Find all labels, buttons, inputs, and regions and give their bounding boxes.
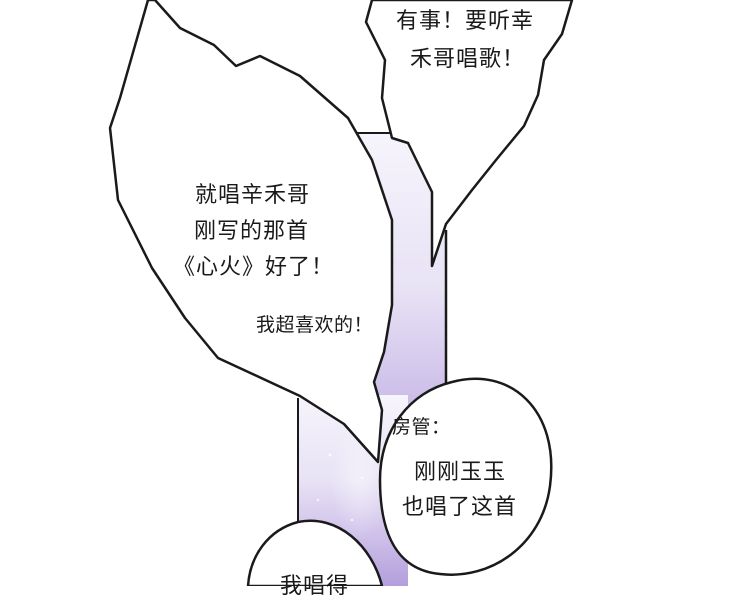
speech-bubble-top xyxy=(364,0,574,268)
speech-bubble-right xyxy=(378,377,553,576)
left-bubble-aside: 我超喜欢的！ xyxy=(256,314,374,336)
bottom-bubble-text: 我唱得 xyxy=(280,574,350,599)
left-bubble-line-2: 刚写的那首 xyxy=(194,219,310,244)
left-bubble-line-3: 《心火》好了！ xyxy=(173,255,335,280)
left-bubble-line-1: 就唱辛禾哥 xyxy=(195,183,311,208)
comic-panel: 有事！要听幸 禾哥唱歌！ 就唱辛禾哥 刚写的那首 《心火》好了！ 我超喜欢的！ … xyxy=(108,0,574,599)
right-bubble-speaker: 房管： xyxy=(392,416,451,438)
speech-bubble-bottom xyxy=(246,519,384,586)
right-bubble-line-1: 刚刚玉玉 xyxy=(414,460,507,485)
right-bubble-line-2: 也唱了这首 xyxy=(402,495,518,520)
comic-artwork xyxy=(108,0,574,586)
top-bubble-line-2: 禾哥唱歌！ xyxy=(410,47,526,72)
speech-bubble-left xyxy=(108,0,394,464)
top-bubble-line-1: 有事！要听幸 xyxy=(396,9,535,34)
